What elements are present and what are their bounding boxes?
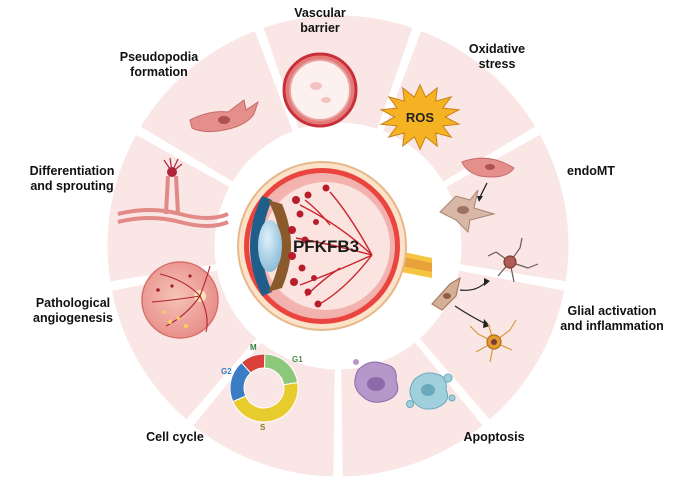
- glial-cells-icon: [431, 237, 539, 363]
- lens: [258, 220, 282, 272]
- label-endomt: endoMT: [567, 164, 615, 178]
- microaneurysms: [288, 184, 330, 308]
- label-apoptosis: Apoptosis: [463, 430, 525, 444]
- vascular-barrier-icon: [282, 52, 358, 128]
- label-pseudopodia-formation: Pseudopodia formation: [119, 50, 199, 79]
- center-label: PFKFB3: [293, 237, 359, 256]
- phase-label-g1: G1: [292, 355, 303, 364]
- endomt-cells-icon: [439, 157, 515, 234]
- label-cell-cycle: Cell cycle: [146, 430, 204, 444]
- label-vascular-barrier: Vascular barrier: [294, 6, 346, 35]
- fundus-icon: [141, 261, 219, 339]
- sprouting-vessel-icon: [117, 157, 229, 228]
- phase-arc-g2: [229, 361, 252, 403]
- pseudopodia-cell-icon: [189, 99, 259, 133]
- cell-cycle-donut: [229, 353, 299, 423]
- segment-pseudopodia-formation: [136, 27, 297, 186]
- label-oxidative-stress: Oxidative stress: [468, 42, 526, 71]
- segment-differentiation-sprouting: [104, 130, 234, 285]
- iris: [268, 200, 291, 292]
- ros-badge: ROS: [406, 110, 435, 125]
- phase-label-s: S: [260, 423, 266, 432]
- phase-label-g2: G2: [221, 367, 232, 376]
- label-differentiation-sprouting: Differentiation and sprouting: [29, 164, 115, 193]
- phase-arc-s: [232, 381, 299, 423]
- retinal-vessels: [295, 191, 373, 306]
- label-pathological-angiogenesis: Pathological angiogenesis: [33, 296, 113, 325]
- ros-starburst-icon: ROS: [379, 83, 461, 151]
- eye-illustration: PFKFB3: [237, 161, 432, 331]
- label-glial-activation: Glial activation and inflammation: [560, 304, 664, 333]
- apoptotic-cells-icon: [353, 359, 456, 410]
- phase-label-m: M: [250, 343, 257, 352]
